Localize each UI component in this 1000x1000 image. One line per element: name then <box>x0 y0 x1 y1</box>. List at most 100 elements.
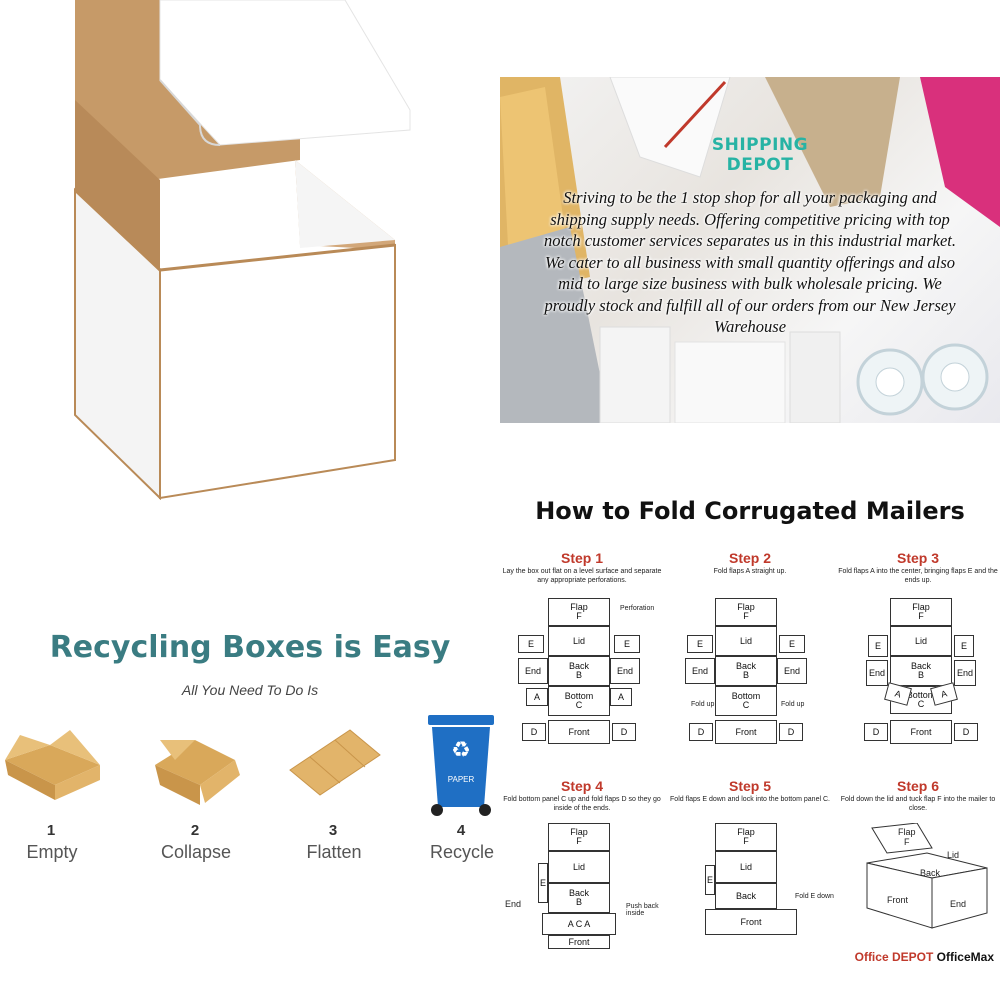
back-label: Back <box>920 868 941 878</box>
collapsing-box-icon <box>155 740 240 805</box>
end-right: End <box>954 660 976 686</box>
flap-a-right: A <box>610 688 632 706</box>
recycling-subtitle: All You Need To Do Is <box>181 682 319 698</box>
step-label-collapse: Collapse <box>160 842 232 862</box>
recycling-steps-icons: ♻ PAPER <box>5 715 494 816</box>
step-label-recycle: Recycle <box>429 842 495 862</box>
end-right: End <box>777 658 807 684</box>
recycling-infographic: Recycling Boxes is Easy All You Need To … <box>0 600 500 900</box>
step-3-desc: Fold flaps A into the center, bringing f… <box>838 568 998 584</box>
flap-a-left: A <box>526 688 548 706</box>
fold-up-note-left: Fold up <box>691 701 715 708</box>
packaging-supplies-background <box>500 77 1000 423</box>
lid-panel: Lid <box>715 851 777 883</box>
flap-d-right: D <box>779 723 803 741</box>
banner-description: Striving to be the 1 stop shop for all y… <box>543 188 956 336</box>
front-panel: Front <box>548 720 610 744</box>
brand-office-depot: Office DEPOT <box>854 950 934 964</box>
step-number-4: 4 <box>456 822 466 839</box>
open-box-icon <box>5 730 100 800</box>
step-6-desc: Fold down the lid and tuck flap F into t… <box>840 796 996 812</box>
step-2-desc: Fold flaps A straight up. <box>713 568 787 575</box>
front-panel: Front <box>705 909 797 935</box>
shipping-depot-logo: SHIPPING DEPOT <box>700 135 820 175</box>
step-4-title: Step 4 <box>560 778 603 794</box>
step-6-title: Step 6 <box>896 778 939 794</box>
flap-e-left: E <box>687 635 713 653</box>
flattened-box-icon <box>289 729 381 796</box>
step-label-empty: Empty <box>26 842 78 862</box>
step-3-title: Step 3 <box>896 550 939 566</box>
lid-panel: Lid <box>548 626 610 656</box>
front-label: Front <box>887 895 909 905</box>
logo-line-1: SHIPPING <box>711 135 809 155</box>
shipping-depot-banner: SHIPPING DEPOT Striving to be the 1 stop… <box>500 77 1000 423</box>
flap-e-right: E <box>954 635 974 657</box>
end-left: End <box>866 660 888 686</box>
office-depot-brand: Office DEPOT OfficeMax <box>855 950 994 964</box>
lid-panel: Lid <box>548 851 610 883</box>
bin-label: PAPER <box>448 775 475 784</box>
end-left: End <box>518 658 548 684</box>
front-panel: Front <box>890 720 952 744</box>
step-number-1: 1 <box>46 822 56 839</box>
fold-e-down-note: Fold E down <box>795 893 834 900</box>
lid-panel: Lid <box>890 626 952 656</box>
end-right: End <box>610 658 640 684</box>
end-arrow-label: End <box>505 899 522 909</box>
push-back-note: Push back inside <box>626 903 659 917</box>
flap-d-left: D <box>689 723 713 741</box>
bottom-panel-folded: A C A <box>542 913 616 935</box>
fold-up-note-right: Fold up <box>781 701 805 708</box>
step-4-desc: Fold bottom panel C up and fold flaps D … <box>503 796 661 812</box>
perforation-note: Perforation <box>620 605 655 612</box>
flap-e-left: E <box>518 635 544 653</box>
step-5-title: Step 5 <box>728 778 771 794</box>
end-label: End <box>950 899 967 909</box>
step-1-title: Step 1 <box>560 550 603 566</box>
flap-e-right: E <box>614 635 640 653</box>
flap-d-left: D <box>864 723 888 741</box>
step-2-title: Step 2 <box>728 550 771 566</box>
closed-mailer-illustration <box>866 822 988 929</box>
brand-officemax: OfficeMax <box>936 950 994 964</box>
back-panel: Back <box>715 883 777 909</box>
recycling-title: Recycling Boxes is Easy <box>49 630 451 665</box>
flap-d-left: D <box>522 723 546 741</box>
front-panel: Front <box>548 935 610 949</box>
step-label-flatten: Flatten <box>306 842 362 862</box>
flap-e-left: E <box>705 865 715 895</box>
flap-d-right: D <box>954 723 978 741</box>
flap-e-left: E <box>538 863 548 903</box>
flap-e-right: E <box>779 635 805 653</box>
lid-label: Lid <box>947 850 960 860</box>
white-box-illustration <box>73 0 411 501</box>
fold-guide: How to Fold Corrugated Mailers Step 1 La… <box>500 495 1000 1000</box>
lid-panel: Lid <box>715 626 777 656</box>
flap-d-right: D <box>612 723 636 741</box>
mailer-box-image <box>0 0 500 501</box>
flap-e-left: E <box>868 635 888 657</box>
recycle-symbol-icon: ♻ <box>451 738 471 763</box>
step-1-desc: Lay the box out flat on a level surface … <box>502 568 662 584</box>
step-number-2: 2 <box>190 822 200 839</box>
fold-guide-title: How to Fold Corrugated Mailers <box>535 497 965 525</box>
logo-line-2: DEPOT <box>726 155 794 175</box>
